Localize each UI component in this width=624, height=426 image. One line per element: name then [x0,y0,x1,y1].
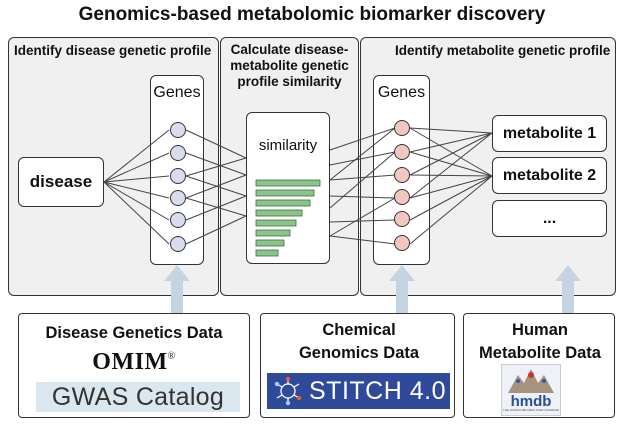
source-disease-title: Disease Genetics Data [45,324,223,342]
edge [409,132,493,153]
upward-arrow-1 [164,265,190,313]
edge [409,132,493,176]
gene-node-left-5 [170,212,186,228]
edge [329,151,396,166]
gene-node-right-2 [394,144,410,160]
stitch-logo-text: STITCH 4.0 [309,376,446,405]
hmdb-figure-icon [508,369,554,393]
edge [329,197,396,237]
edge [185,215,247,245]
edge [409,132,493,199]
edge [329,195,396,199]
gene-node-right-5 [394,211,410,227]
similarity-bar [255,199,311,207]
diagram-title: Genomics-based metabolomic biomarker dis… [78,4,546,25]
gene-node-right-6 [394,235,410,251]
metabolite-label-1: metabolite 1 [502,124,597,142]
edge [409,175,493,199]
edge [185,197,247,217]
disease-label: disease [29,172,93,191]
edge [329,127,396,181]
metabolite-box-more: ... [492,200,607,237]
similarity-bar [255,239,285,247]
gene-node-left-1 [170,122,186,138]
gene-node-left-3 [170,168,186,184]
gwas-catalog-logo: GWAS Catalog [36,382,240,412]
edge [185,174,247,199]
similarity-bar [255,189,315,197]
source-disease-genetics: Disease Genetics Data OMIM® GWAS Catalog [18,313,250,418]
upward-arrow-2 [389,265,415,313]
similarity-bar [255,229,291,237]
edge [329,235,396,245]
genes-label-left: Genes [153,84,201,101]
upward-arrow-3 [555,265,581,313]
similarity-box: similarity [246,112,330,264]
edge [185,129,247,159]
similarity-label: similarity [258,137,318,154]
edge [185,195,247,221]
edge [329,127,396,151]
edge [409,175,493,245]
omim-logo-text: OMIM [92,349,168,375]
edge [103,181,170,221]
edge [329,151,396,209]
similarity-bar [255,219,297,227]
edge [409,175,493,221]
panel-metabolite-title: Identify metabolite genetic profile [395,43,611,58]
similarity-bar [255,209,303,217]
edge [103,175,170,183]
source-human-metabolite: Human Metabolite Data hmdb THE HUMAN MET… [463,313,615,418]
edge [409,174,493,177]
metabolite-label-2: metabolite 2 [502,166,597,184]
metabolite-label-more: ... [542,209,557,227]
source-chemical-title: Chemical Genomics Data [298,321,420,362]
omim-registered-mark: ® [167,351,176,362]
panel-similarity-title: Calculate disease-metabolite genetic pro… [230,42,349,89]
gene-node-left-4 [170,190,186,206]
gene-node-right-4 [394,189,410,205]
edge [185,152,247,176]
edge [329,174,396,181]
panel-disease-title: Identify disease genetic profile [14,43,212,58]
edge [409,127,493,134]
edge [103,181,170,199]
edge [103,129,170,183]
hmdb-logo: hmdb THE HUMAN METABOLOME DATABASE [501,364,561,416]
source-metabolite-title: Human Metabolite Data [479,321,601,362]
gene-node-left-2 [170,145,186,161]
hmdb-logo-subtitle: THE HUMAN METABOLOME DATABASE [502,408,559,412]
genes-label-right: Genes [377,84,426,101]
gwas-catalog-text: GWAS Catalog [51,382,225,411]
edge [329,219,396,223]
omim-logo: OMIM® [19,349,249,376]
stitch-logo: STITCH 4.0 [267,373,450,409]
disease-box: disease [18,157,104,207]
edge [409,127,493,177]
gene-node-right-1 [394,120,410,136]
stitch-molecule-icon [274,376,302,406]
metabolite-box-1: metabolite 1 [492,115,607,152]
hmdb-logo-text: hmdb [510,393,552,410]
edge [409,151,493,177]
gene-node-right-3 [394,167,410,183]
edge [103,181,170,245]
metabolite-box-2: metabolite 2 [492,157,607,194]
similarity-bar [255,179,321,187]
source-chemical-genomics: Chemical Genomics Data STITCH 4.0 [260,313,455,418]
similarity-bar [255,249,279,257]
edge [185,157,247,177]
edge [103,152,170,183]
gene-node-left-6 [170,236,186,252]
